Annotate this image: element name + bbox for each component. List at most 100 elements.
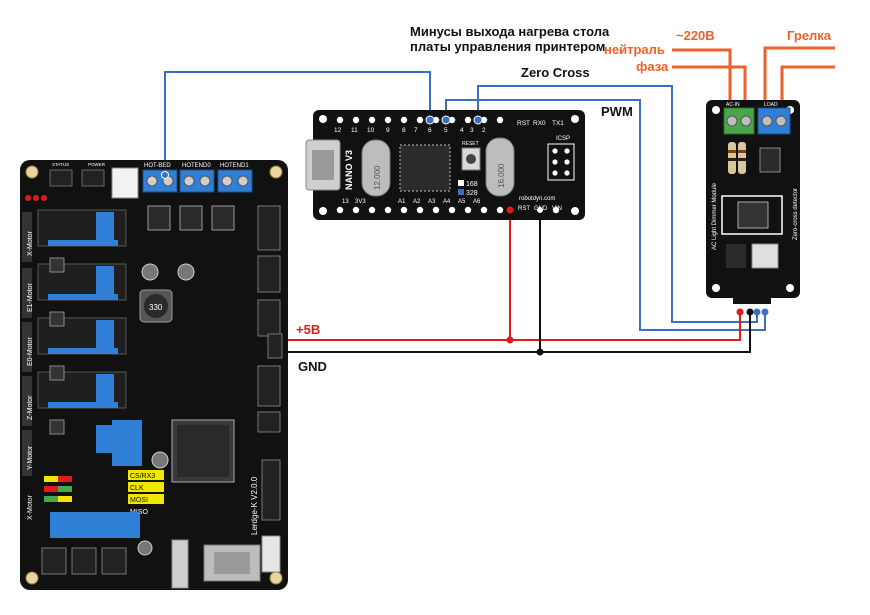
motor-label: Z-Motor — [27, 395, 34, 420]
reset-button-cap — [466, 154, 476, 164]
phase-label: фаза — [636, 59, 669, 74]
inductor-core — [144, 294, 168, 318]
pin-label: 13 — [342, 199, 349, 205]
power-input-connector — [111, 167, 139, 199]
hotbed-minus-point — [161, 171, 169, 179]
dimmer-triac — [737, 201, 769, 229]
mcu-die — [177, 425, 229, 477]
board-usb-connector — [171, 539, 189, 589]
heater-minus-label-1: Минусы выхода нагрева стола — [410, 24, 610, 39]
printer-controller-board: STATUS POWER HOT-BED HOTEND0 HOTEND1 — [20, 160, 288, 590]
pin-label: VIN — [552, 206, 562, 212]
mosfets — [147, 205, 235, 231]
dimmer-opto-2 — [726, 244, 746, 268]
pin-label: TX1 — [552, 120, 564, 127]
dimmer-pin-vcc — [736, 308, 744, 316]
sd-slot-opening — [214, 552, 250, 574]
spi-label: MOSI — [130, 497, 148, 504]
pin-label: A4 — [443, 199, 451, 205]
motor-label: X-Motor — [27, 494, 34, 520]
status-label: STATUS — [52, 162, 69, 167]
power-label: POWER — [88, 162, 106, 167]
pin-label: 8 — [402, 127, 406, 134]
dimmer-mount-hole — [786, 284, 794, 292]
pin-label: GND — [534, 206, 548, 212]
neutral-label: нейтраль — [604, 42, 665, 57]
dimmer-resistors — [728, 142, 746, 174]
board-name: Lerdge-K V2.0.0 — [250, 476, 259, 535]
status-connector — [49, 169, 73, 187]
nano-bottom-pin-labels: 13 3V3 A1 A2 A3 A4 A5 A6 RST GND VIN — [342, 199, 562, 212]
dimmer-opto-chip — [759, 147, 781, 173]
terminal-hotend1 — [217, 169, 253, 193]
dimmer-mount-hole — [712, 106, 720, 114]
zero-cross-label: Zero Cross — [521, 65, 590, 80]
power-connector — [81, 169, 105, 187]
nano-bottom-pins — [336, 206, 560, 214]
dimmer-title: AC Light Dimmer Module — [712, 182, 718, 250]
wire-5v-dimmer — [510, 312, 741, 341]
nano-mount-hole — [319, 207, 327, 215]
driver-chips — [49, 257, 65, 435]
board-5v-gnd-pins — [267, 333, 283, 359]
motor-label: E0-Motor — [27, 337, 34, 366]
junction-5v — [506, 336, 514, 344]
labels: Минусы выхода нагрева стола платы управл… — [296, 24, 832, 374]
chip-328: 328 — [466, 190, 478, 197]
pin-label: 7 — [414, 127, 418, 134]
ac-dimmer-module: AC-IN LOAD AC Light Dimmer Module Zero-c… — [706, 100, 800, 316]
dimmer-subtitle: Zero-cross detector — [793, 188, 799, 240]
motor-label: X-Motor — [27, 230, 34, 256]
motor-label: E1-Motor — [27, 283, 34, 312]
pin-label: 5 — [444, 127, 448, 134]
pin-label: 10 — [367, 127, 375, 134]
icsp-header — [547, 143, 575, 181]
v220-label: ~220В — [676, 28, 715, 43]
wire-heater-minus — [164, 71, 431, 175]
motor-labels: X-Motor E1-Motor E0-Motor Z-Motor Y-Moto… — [27, 230, 34, 520]
spi-label: CS/RX3 — [130, 473, 155, 480]
terminal-hotend0 — [179, 169, 215, 193]
nano-mount-hole — [571, 207, 579, 215]
terminal-ac-in-label: AC-IN — [726, 102, 740, 108]
nano-pin-5v — [506, 206, 514, 214]
inductor-label: 330 — [149, 303, 163, 312]
nano-mount-hole — [319, 115, 327, 123]
motor-label: Y-Motor — [27, 445, 34, 470]
gnd-label: GND — [298, 359, 327, 374]
pin-label: 12 — [334, 127, 342, 134]
reset-label: RESET — [462, 141, 479, 147]
board-mount-hole — [269, 165, 283, 179]
pin-label: RX0 — [533, 120, 546, 127]
capacitors — [137, 263, 195, 556]
board-mount-hole — [25, 571, 39, 585]
arduino-nano: 12 11 10 9 8 7 6 5 4 3 2 RST RX0 TX1 NAN… — [305, 110, 585, 220]
pin-label: 11 — [351, 127, 358, 134]
blue-headers — [50, 420, 142, 538]
wire-heater-1 — [763, 46, 835, 110]
hotbed-label: HOT-BED — [144, 163, 171, 169]
dimmer-pin-pwm — [761, 308, 769, 316]
nano-pin-5 — [441, 115, 451, 125]
dimmer-pin-zc — [753, 308, 761, 316]
usb-slot — [312, 150, 334, 180]
screw-icon — [740, 115, 752, 127]
nano-brand: robotdyn.com — [519, 196, 555, 202]
hotend0-label: HOTEND0 — [182, 163, 211, 169]
wire-zero-cross — [477, 85, 758, 323]
nano-pin-gnd — [536, 206, 544, 214]
board-mount-hole — [269, 571, 283, 585]
pin-label: 2 — [482, 127, 486, 134]
terminal-load-label: LOAD — [764, 102, 778, 108]
pin-label: 4 — [460, 127, 464, 134]
pin-label: A6 — [473, 199, 481, 205]
pin-label: 9 — [386, 127, 390, 134]
pin-label: RST — [518, 206, 530, 212]
chip-328-box — [458, 189, 464, 195]
board-mount-hole — [25, 165, 39, 179]
dimmer-mount-hole — [712, 284, 720, 292]
right-side-connectors — [257, 205, 281, 521]
pin-label: A2 — [413, 199, 421, 205]
nano-model: NANO V3 — [344, 150, 354, 190]
